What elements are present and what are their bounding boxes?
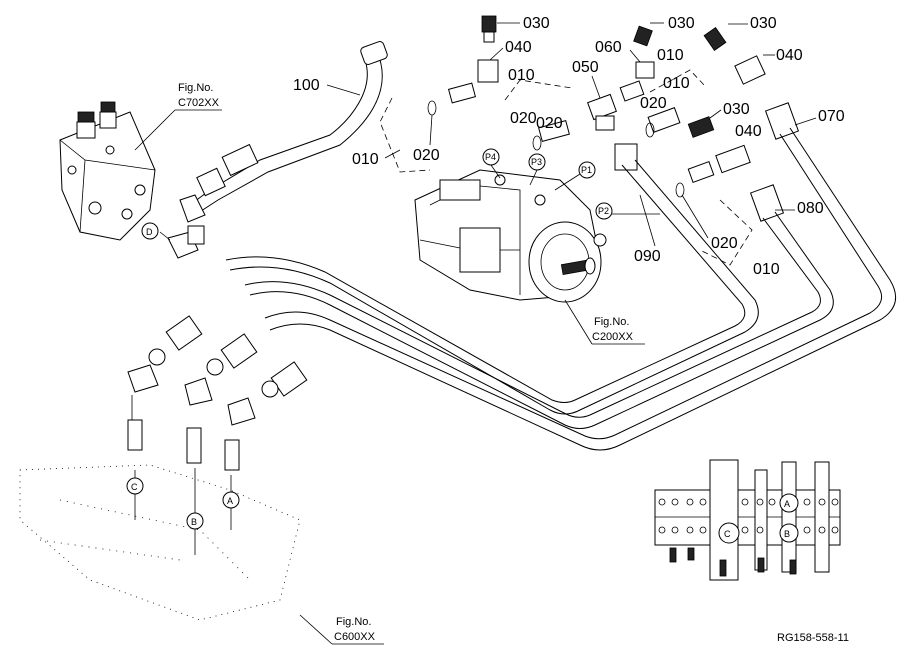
callout-100: 100 xyxy=(293,77,320,94)
connection-a: A xyxy=(222,475,240,530)
callout-020-d: 020 xyxy=(711,235,738,252)
fig-ref-c600-label: Fig.No. xyxy=(336,616,371,628)
svg-text:P3: P3 xyxy=(531,157,542,167)
callout-030-a: 030 xyxy=(523,15,550,32)
svg-text:A: A xyxy=(227,496,233,506)
callout-090: 090 xyxy=(634,248,661,265)
fig-ref-c702-label: Fig.No. xyxy=(178,82,213,94)
fig-ref-c200-label: Fig.No. xyxy=(594,316,629,328)
callout-020-c: 020 xyxy=(640,95,667,112)
fig-ref-c702[interactable]: Fig.No. C702XX xyxy=(134,82,222,151)
control-valve-block xyxy=(59,101,156,241)
inset-connection-a: A xyxy=(779,493,799,513)
port-p3: P3 xyxy=(528,153,546,186)
callout-070: 070 xyxy=(818,108,845,125)
callout-010-e: 010 xyxy=(753,261,780,278)
callout-010-a: 010 xyxy=(508,67,535,84)
callout-020-a: 020 xyxy=(413,147,440,164)
ghost-valve-outline xyxy=(19,464,301,621)
callout-030-b: 030 xyxy=(668,15,695,32)
callout-040-b: 040 xyxy=(776,47,803,64)
connection-b: B xyxy=(186,468,204,555)
svg-text:P1: P1 xyxy=(581,165,592,175)
svg-text:P2: P2 xyxy=(598,206,609,216)
connection-d: D xyxy=(141,222,159,240)
svg-text:C: C xyxy=(131,482,138,492)
fig-ref-c702-number: C702XX xyxy=(178,97,220,109)
fig-ref-c200[interactable]: Fig.No. C200XX xyxy=(564,299,645,345)
callout-020-e: 020 xyxy=(536,115,563,132)
drawing-code: RG158-558-11 xyxy=(777,632,849,644)
callout-030-d: 030 xyxy=(723,101,750,118)
inset-connection-c: C xyxy=(718,522,740,544)
lower-connectors xyxy=(127,315,308,471)
fig-ref-c600[interactable]: Fig.No. C600XX xyxy=(299,614,384,645)
svg-text:P4: P4 xyxy=(485,152,496,162)
callout-030-c: 030 xyxy=(750,15,777,32)
svg-text:C: C xyxy=(724,529,731,539)
hose-080 xyxy=(244,184,834,429)
elbow-d xyxy=(159,225,205,259)
callout-040-a: 040 xyxy=(505,39,532,56)
hose-100 xyxy=(179,41,388,223)
svg-text:D: D xyxy=(146,227,153,237)
inset-connection-b: B xyxy=(779,523,799,543)
svg-text:B: B xyxy=(784,529,790,539)
svg-text:B: B xyxy=(191,517,197,527)
fig-ref-c600-number: C600XX xyxy=(334,631,376,643)
fittings-top xyxy=(427,15,775,198)
connection-c: C xyxy=(126,470,144,520)
hose-070 xyxy=(264,102,897,451)
callout-010-c: 010 xyxy=(352,151,379,168)
svg-text:A: A xyxy=(784,499,790,509)
port-p4: P4 xyxy=(482,148,501,179)
port-p2: P2 xyxy=(595,202,660,220)
callout-080: 080 xyxy=(797,200,824,217)
port-p1: P1 xyxy=(554,161,596,191)
group-brackets xyxy=(379,69,753,266)
part-callouts: 100 030 040 010 030 060 010 050 030 040 … xyxy=(293,15,845,278)
callout-010-b: 010 xyxy=(657,47,684,64)
inset-valve-schematic xyxy=(654,459,841,581)
callout-020-b: 020 xyxy=(510,110,537,127)
fig-ref-c200-number: C200XX xyxy=(592,331,634,343)
callout-040-c: 040 xyxy=(735,123,762,140)
callout-050: 050 xyxy=(572,59,599,76)
hose-090 xyxy=(225,143,759,415)
callout-010-d: 010 xyxy=(663,75,690,92)
hydraulic-pump xyxy=(414,169,607,303)
callout-060: 060 xyxy=(595,39,622,56)
